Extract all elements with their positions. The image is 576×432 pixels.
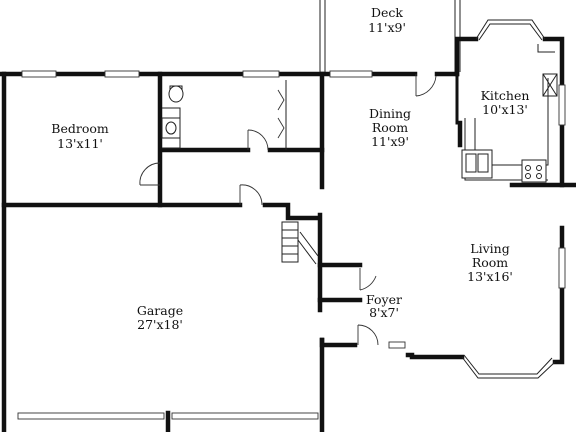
living-size: 13'x16' — [467, 269, 513, 284]
garage-size: 27'x18' — [137, 317, 183, 332]
dining-name-line2: Room — [372, 120, 408, 135]
kitchen-bay — [475, 19, 546, 41]
windows — [21, 70, 566, 349]
doors — [139, 74, 437, 346]
deck-size: 11'x9' — [368, 20, 406, 35]
label-bedroom: Bedroom 13'x11' — [51, 121, 109, 151]
stairs — [281, 221, 319, 265]
dining-name-line1: Dining — [369, 106, 411, 121]
living-name-line2: Room — [472, 255, 508, 270]
label-kitchen: Kitchen 10'x13' — [481, 88, 530, 117]
kitchen-counters — [461, 44, 558, 183]
living-bay — [461, 354, 556, 379]
label-foyer: Foyer 8'x7' — [366, 292, 402, 320]
foyer-name: Foyer — [366, 292, 402, 307]
garage-name: Garage — [137, 303, 183, 318]
deck-name: Deck — [371, 5, 403, 20]
label-garage: Garage 27'x18' — [137, 303, 183, 332]
foyer-size: 8'x7' — [369, 305, 399, 320]
living-name-line1: Living — [470, 241, 509, 256]
bedroom-size: 13'x11' — [57, 136, 103, 151]
garage-doors — [17, 410, 319, 432]
kitchen-size: 10'x13' — [482, 102, 528, 117]
label-deck: Deck 11'x9' — [368, 5, 406, 35]
bedroom-name: Bedroom — [51, 121, 109, 136]
bathroom-fixtures — [161, 85, 184, 149]
label-living: Living Room 13'x16' — [467, 241, 513, 284]
dining-size: 11'x9' — [371, 134, 409, 149]
deck-outline — [319, 0, 461, 72]
kitchen-name: Kitchen — [481, 88, 530, 103]
label-dining: Dining Room 11'x9' — [369, 106, 411, 149]
